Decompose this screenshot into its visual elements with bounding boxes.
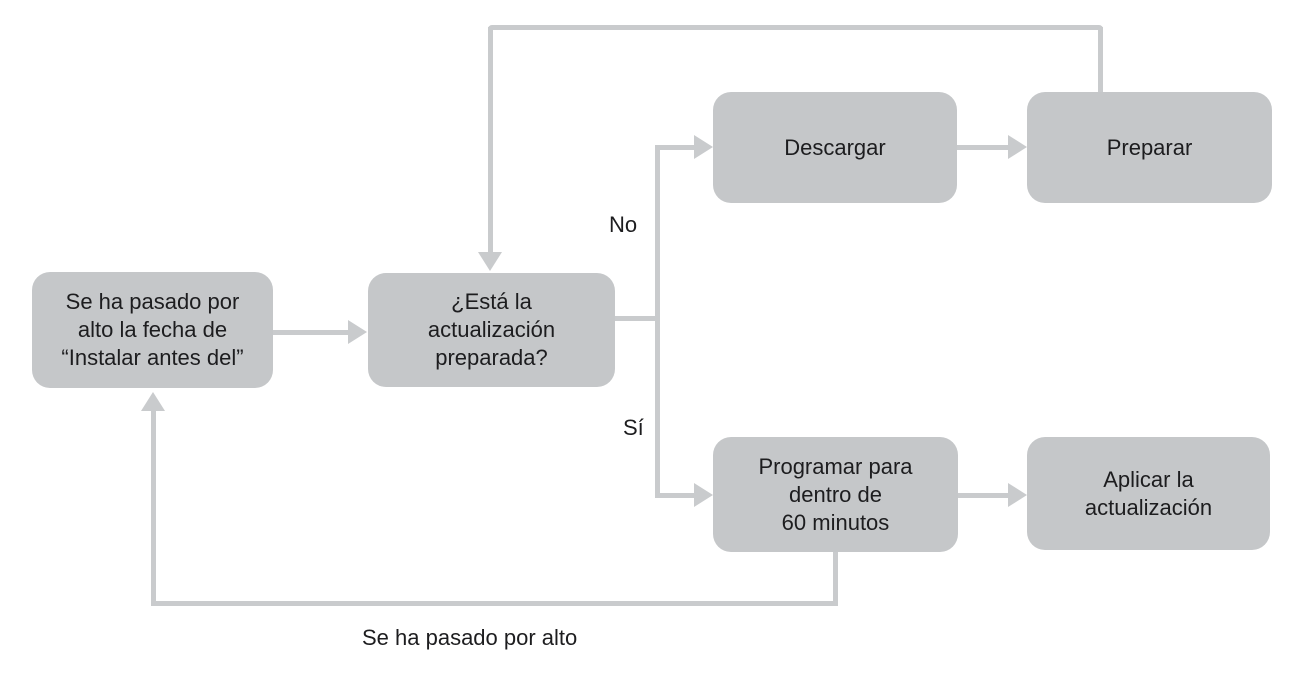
edge-label-yes: Sí <box>623 415 644 440</box>
arrowhead-overdue-to-ready <box>348 320 367 344</box>
edge-schedule-to-apply-line <box>957 493 1009 498</box>
node-download: Descargar <box>713 92 957 203</box>
edge-skipped-loop-vertical-left <box>151 410 156 606</box>
node-prepare: Preparar <box>1027 92 1272 203</box>
arrowhead-schedule-to-apply <box>1008 483 1027 507</box>
arrowhead-yes-to-schedule <box>694 483 713 507</box>
edge-prepare-loop-vertical-right <box>1098 27 1103 92</box>
arrowhead-download-to-prepare <box>1008 135 1027 159</box>
arrowhead-loop-into-ready <box>478 252 502 271</box>
node-overdue: Se ha pasado por alto la fecha de “Insta… <box>32 272 273 388</box>
edge-download-to-prepare-line <box>957 145 1009 150</box>
edge-skipped-loop-horizontal-bottom <box>151 601 838 606</box>
node-apply-update: Aplicar la actualización <box>1027 437 1270 550</box>
arrowhead-no-to-download <box>694 135 713 159</box>
edge-skipped-loop-vertical-right <box>833 552 838 606</box>
node-ready-question: ¿Está la actualización preparada? <box>368 273 615 387</box>
edge-ready-to-branch-stub <box>615 316 660 321</box>
edge-overdue-to-ready-line <box>273 330 351 335</box>
edge-prepare-loop-horizontal-top <box>488 25 1103 30</box>
arrowhead-loop-into-overdue <box>141 392 165 411</box>
edge-no-branch-line <box>655 145 697 150</box>
edge-branch-trunk <box>655 145 660 498</box>
edge-yes-branch-line <box>655 493 697 498</box>
edge-label-no: No <box>609 212 638 237</box>
edge-prepare-loop-vertical-left <box>488 27 493 254</box>
node-schedule: Programar para dentro de 60 minutos <box>713 437 958 552</box>
edge-label-skipped: Se ha pasado por alto <box>362 625 578 650</box>
